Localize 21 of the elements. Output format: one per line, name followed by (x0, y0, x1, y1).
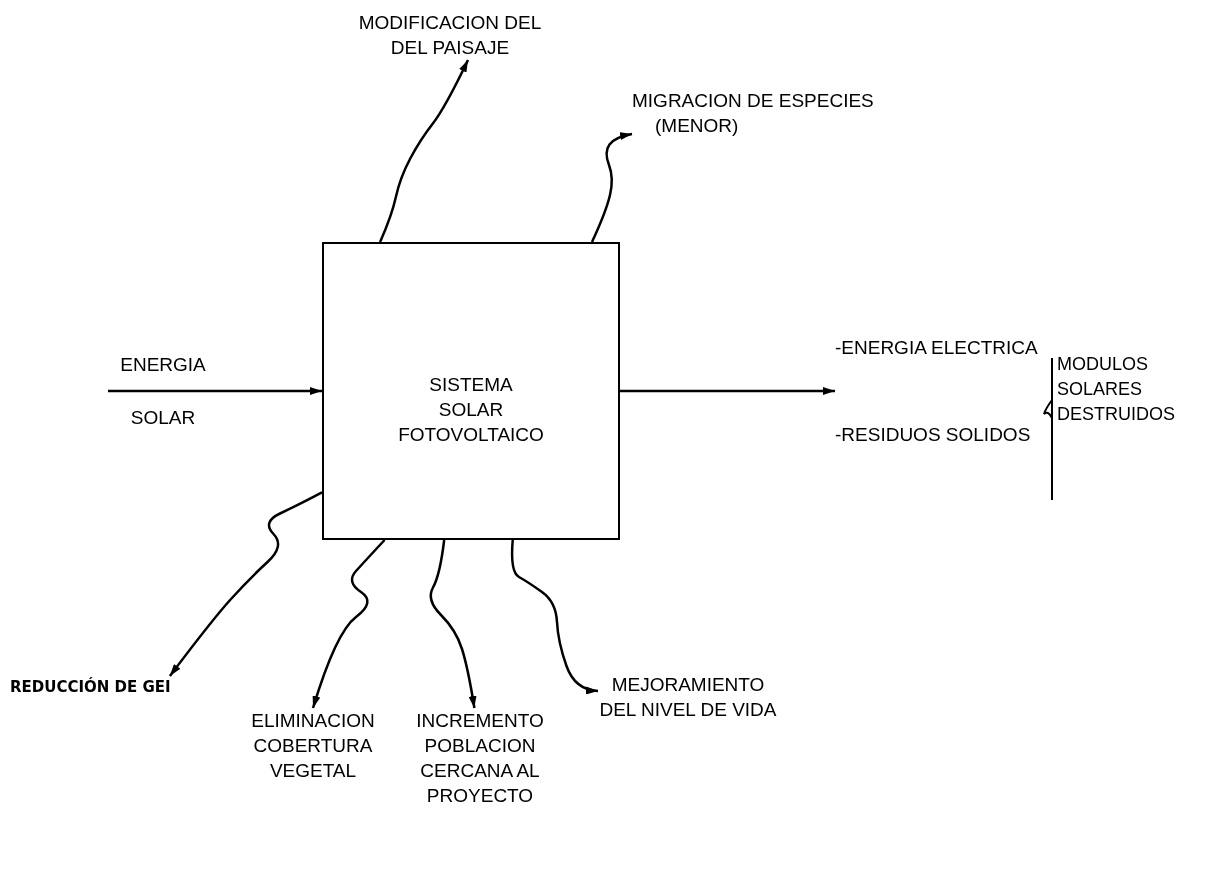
output-label: -ENERGIA ELECTRICA (835, 336, 1039, 360)
impact-label: MODIFICACION DEL DEL PAISAJE (350, 10, 550, 60)
arrow (590, 132, 633, 243)
impact-label: ELIMINACION COBERTURA VEGETAL (243, 708, 383, 783)
impact-label: MEJORAMIENTO DEL NIVEL DE VIDA (598, 672, 778, 722)
arrow (510, 539, 599, 694)
impact-label: INCREMENTO POBLACION CERCANA AL PROYECTO (410, 708, 550, 808)
arrow (311, 539, 386, 709)
output-label: -RESIDUOS SOLIDOS (835, 423, 1032, 447)
system-label: SISTEMA SOLAR FOTOVOLTAICO (397, 373, 545, 447)
input-label: SOLAR (129, 406, 197, 430)
input-label: ENERGIA (119, 353, 207, 377)
process-box (322, 242, 620, 540)
arrow (108, 387, 322, 395)
impact-label: REDUCCIÓN DE GEI (10, 676, 205, 698)
note-label: MODULOS SOLARES DESTRUIDOS (1057, 353, 1176, 426)
arrow (378, 59, 470, 243)
arrow (429, 539, 477, 709)
arrow (620, 387, 835, 395)
impact-label: MIGRACION DE ESPECIES (MENOR) (632, 88, 892, 138)
arrow (168, 491, 323, 677)
